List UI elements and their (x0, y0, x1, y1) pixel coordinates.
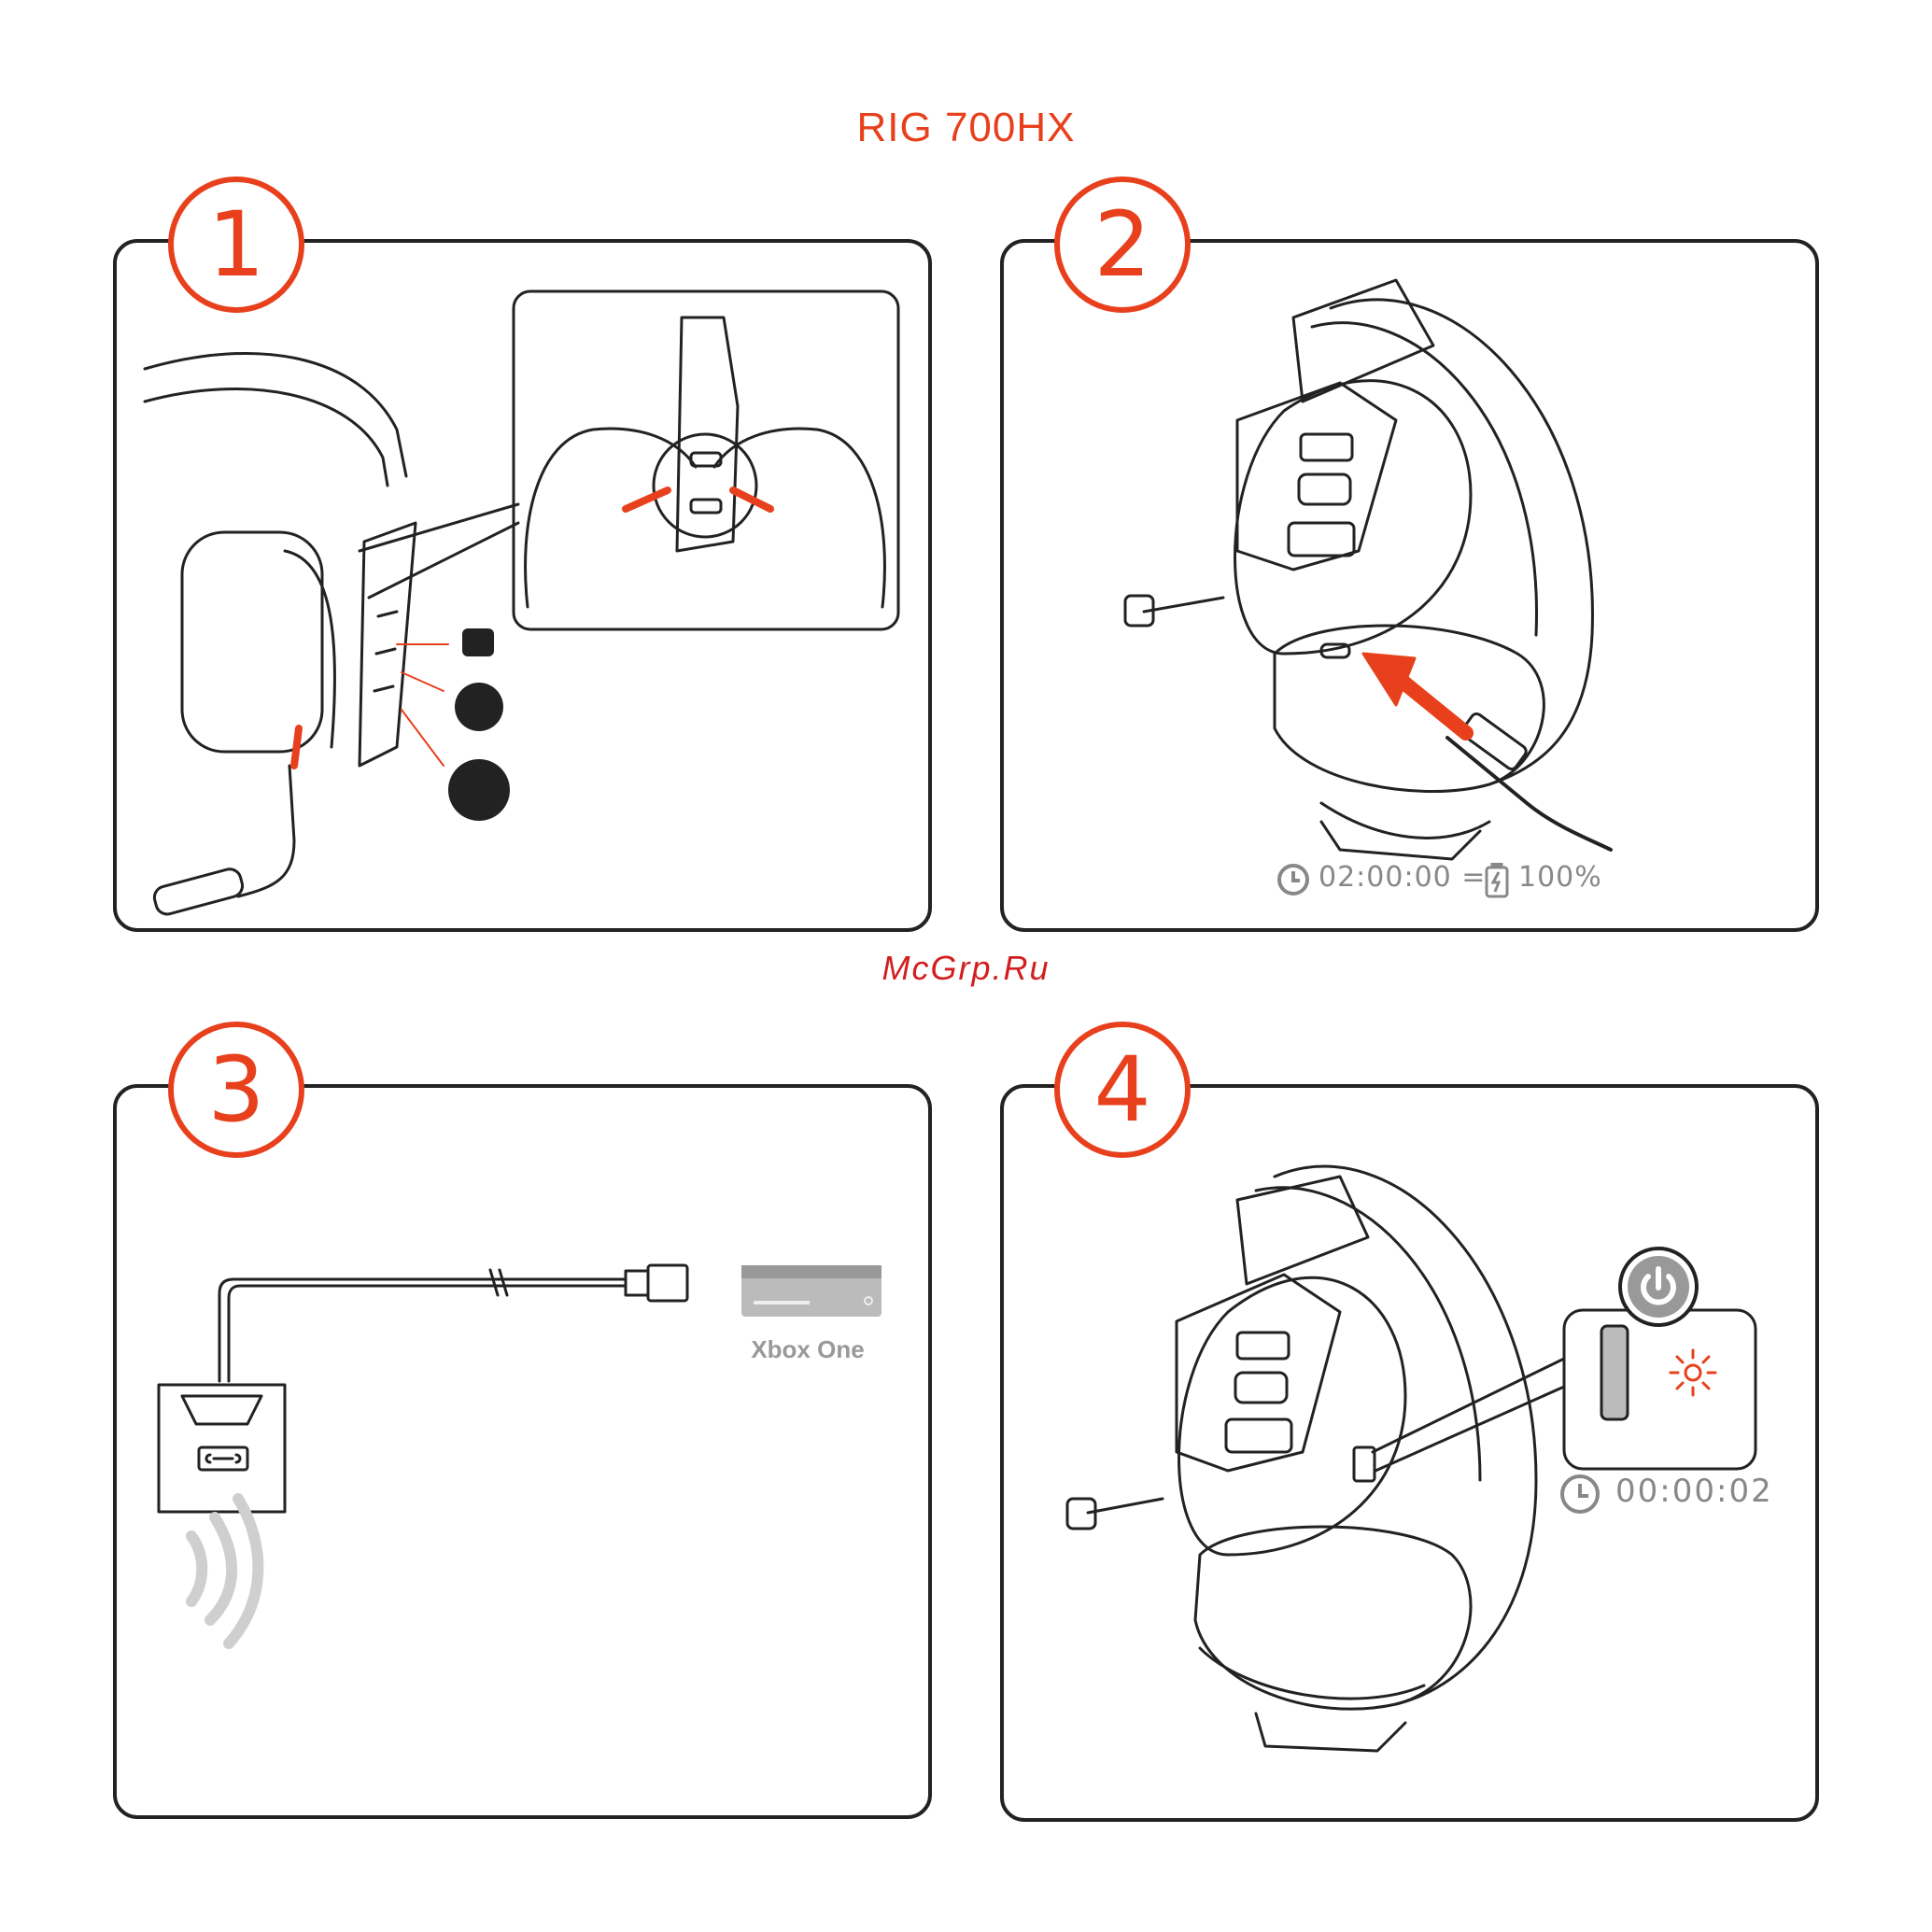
power-icon (1616, 1245, 1700, 1329)
headset-mic-attach-illustration (117, 243, 932, 932)
headset-charging-illustration (1004, 243, 1819, 932)
equals-sign: = (1461, 861, 1486, 894)
step-1-panel (113, 239, 932, 932)
step-4-panel (1000, 1084, 1819, 1822)
headset-power-on-illustration (1004, 1088, 1819, 1822)
watermark: McGrp.Ru (0, 949, 1932, 988)
step-4-number: 4 (1054, 1022, 1191, 1158)
charge-time: 02:00:00 (1319, 861, 1452, 894)
hold-time: 00:00:02 (1615, 1473, 1773, 1510)
battery-charging-icon (1485, 863, 1509, 898)
console-label: Xbox One (738, 1335, 878, 1364)
step-2-panel (1000, 239, 1819, 932)
clock-icon (1276, 863, 1310, 896)
step-2-number: 2 (1054, 176, 1191, 313)
step-1-number: 1 (168, 176, 304, 313)
step-3-panel (113, 1084, 932, 1819)
clock-icon (1559, 1474, 1601, 1515)
step-3-number: 3 (168, 1022, 304, 1158)
page-title: RIG 700HX (0, 105, 1932, 151)
battery-level: 100% (1518, 861, 1602, 894)
charge-time-text: 02:00:00 = (1319, 861, 1486, 894)
usb-dongle-illustration (117, 1088, 932, 1819)
led-blink-icon (1667, 1347, 1719, 1399)
